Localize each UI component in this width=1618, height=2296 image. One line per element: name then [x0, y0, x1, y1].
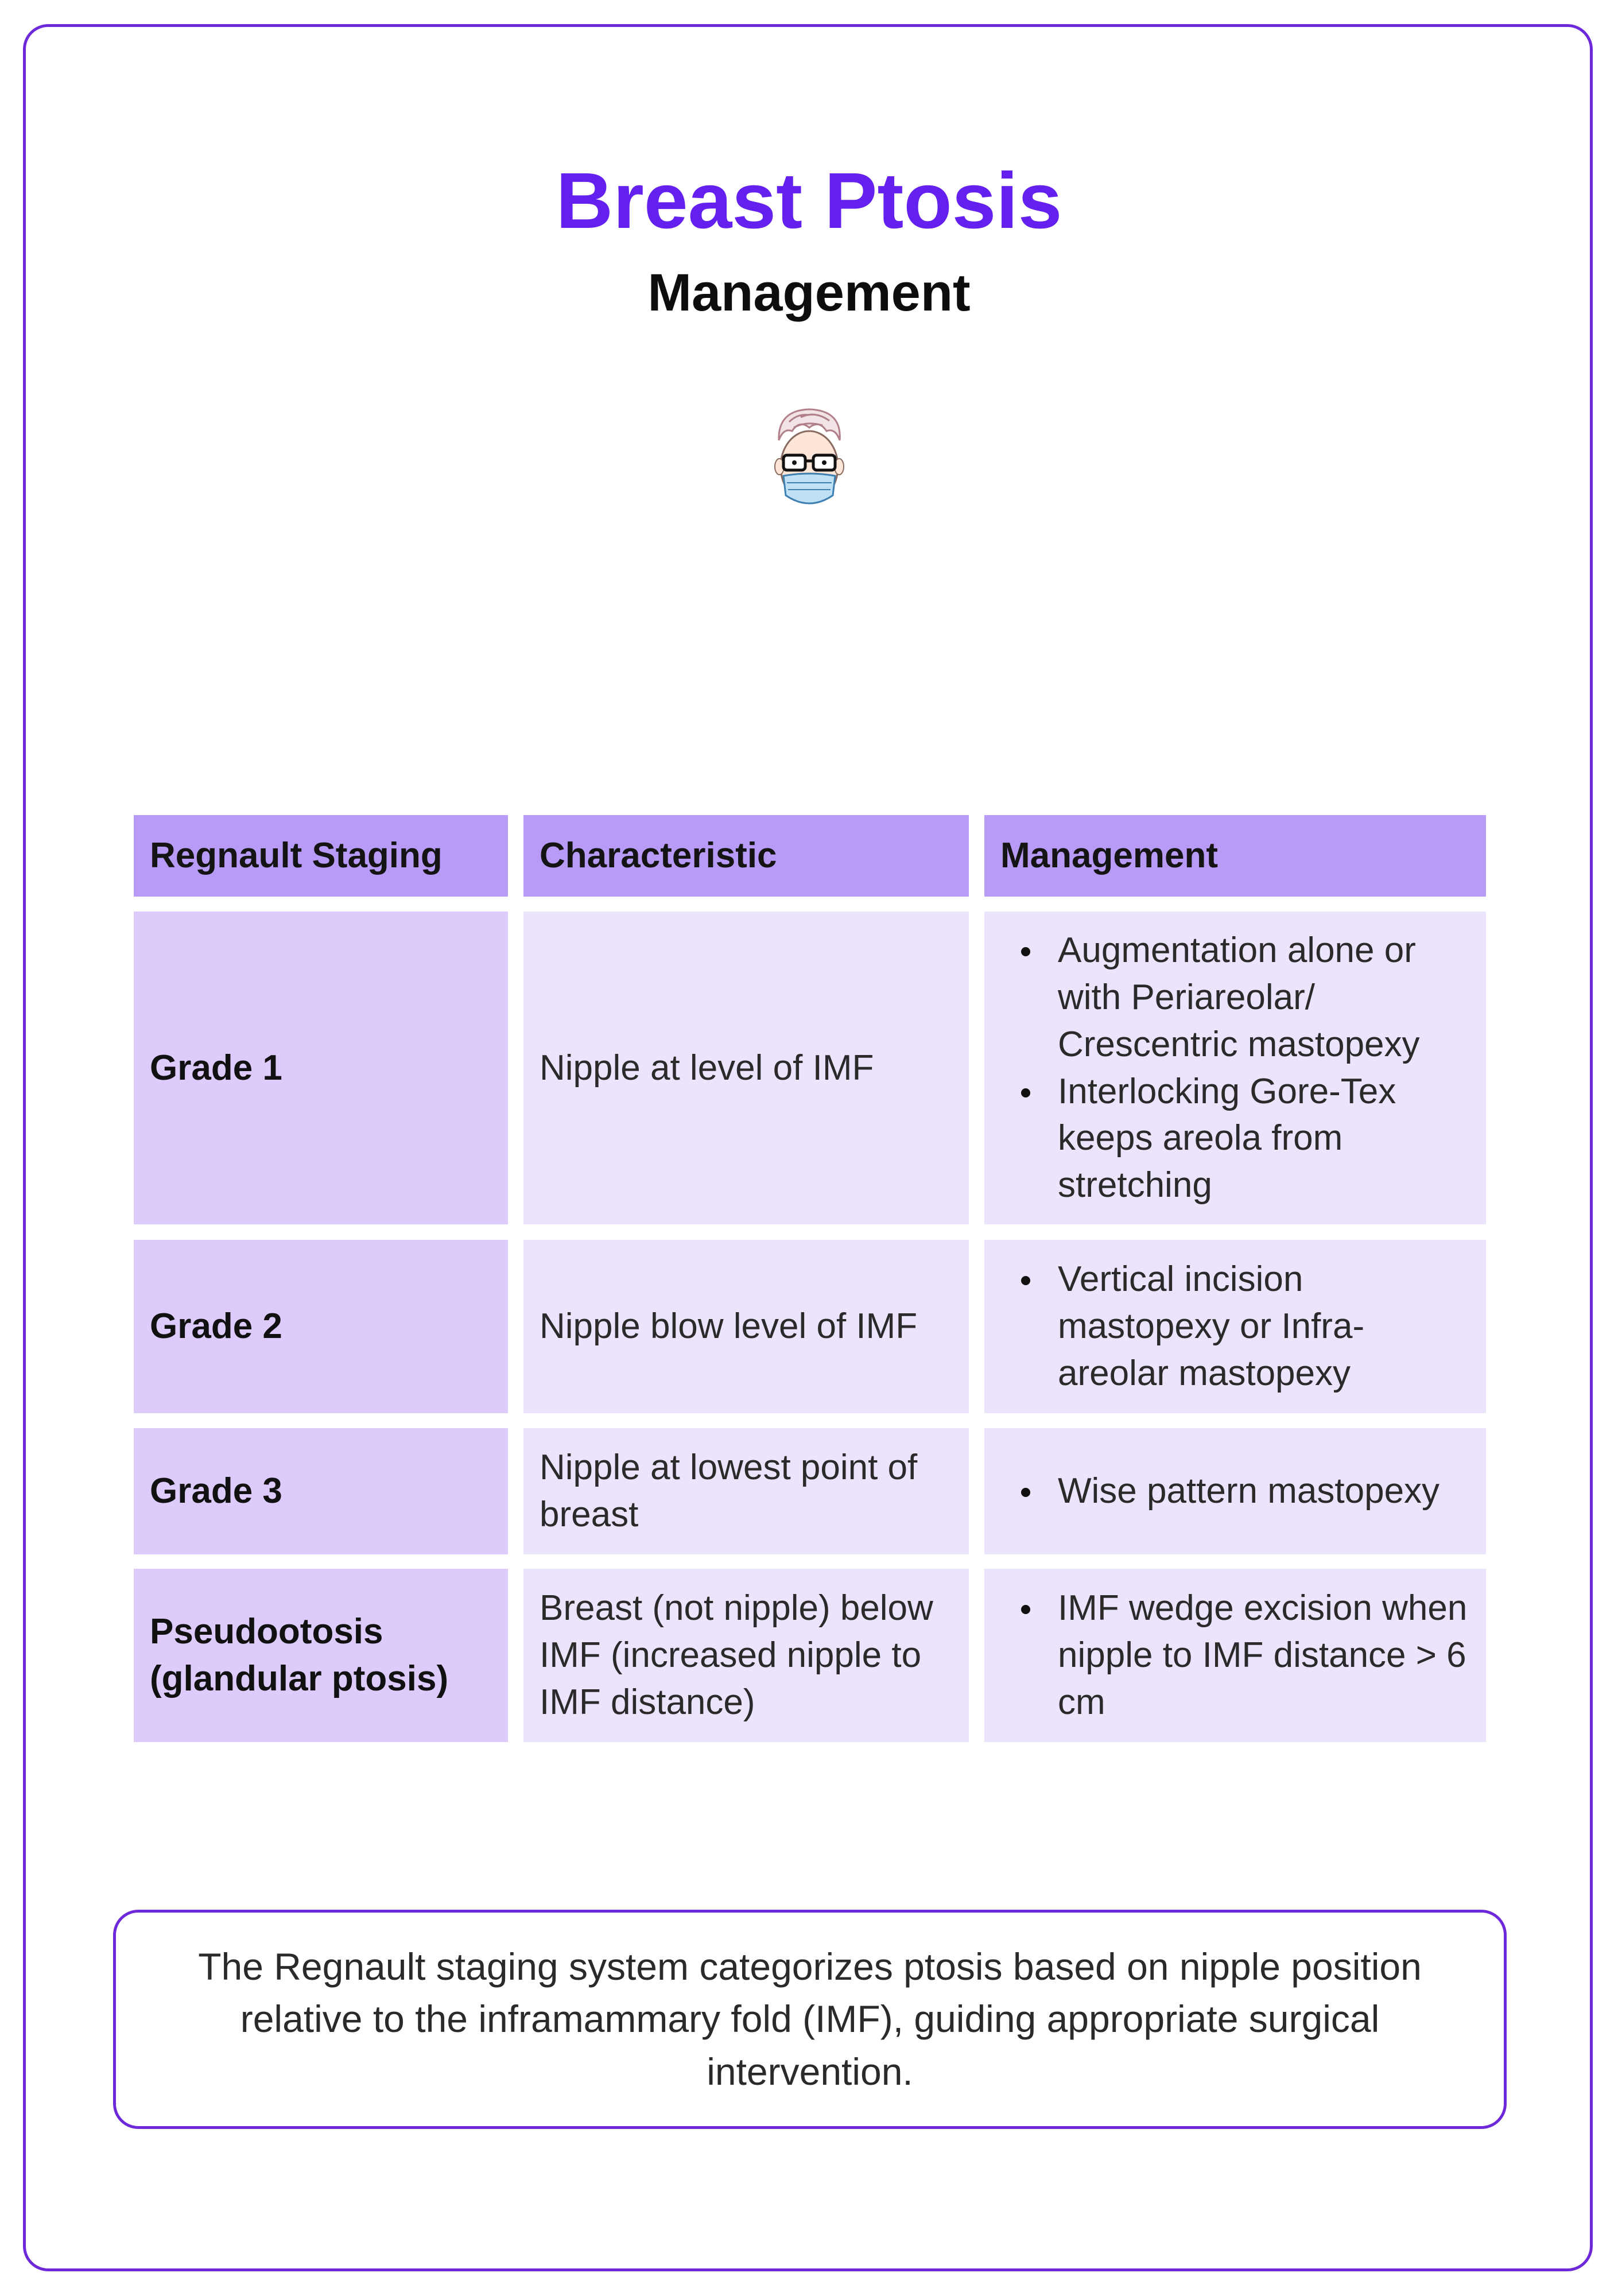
table-row-grade-3-stage: Grade 3	[134, 1428, 508, 1554]
table-row-grade-1-management: Augmentation alone or with Periareolar/ …	[984, 912, 1486, 1224]
table-row-grade-2-characteristic: Nipple blow level of IMF	[523, 1240, 969, 1413]
list-item: Interlocking Gore-Tex keeps areola from …	[1000, 1068, 1472, 1209]
table-row-grade-3-management: Wise pattern mastopexy	[984, 1428, 1486, 1554]
summary-box: The Regnault staging system categorizes …	[113, 1910, 1507, 2129]
table-row-pseudoptosis-characteristic: Breast (not nipple) below IMF (increased…	[523, 1569, 969, 1742]
list-item: Wise pattern mastopexy	[1000, 1468, 1439, 1515]
list-item: Vertical incision mastopexy or Infra-are…	[1000, 1256, 1472, 1397]
table-row-grade-3-characteristic: Nipple at lowest point of breast	[523, 1428, 969, 1554]
table-row-grade-1-characteristic: Nipple at level of IMF	[523, 912, 969, 1224]
page-subtitle: Management	[647, 263, 971, 322]
table-row-pseudoptosis-management: IMF wedge excision when nipple to IMF di…	[984, 1569, 1486, 1742]
table-row-pseudoptosis-stage: Pseudootosis (glandular ptosis)	[134, 1569, 508, 1742]
list-item: IMF wedge excision when nipple to IMF di…	[1000, 1585, 1472, 1725]
doctor-avatar-icon	[774, 408, 844, 505]
page-title: Breast Ptosis	[556, 157, 1062, 245]
column-header-staging: Regnault Staging	[134, 815, 508, 897]
column-header-characteristic: Characteristic	[523, 815, 969, 897]
table-row-grade-1-stage: Grade 1	[134, 912, 508, 1224]
page-frame	[23, 24, 1593, 2271]
column-header-management: Management	[984, 815, 1486, 897]
list-item: Augmentation alone or with Periareolar/ …	[1000, 927, 1472, 1068]
table-row-grade-2-stage: Grade 2	[134, 1240, 508, 1413]
table-row-grade-2-management: Vertical incision mastopexy or Infra-are…	[984, 1240, 1486, 1413]
